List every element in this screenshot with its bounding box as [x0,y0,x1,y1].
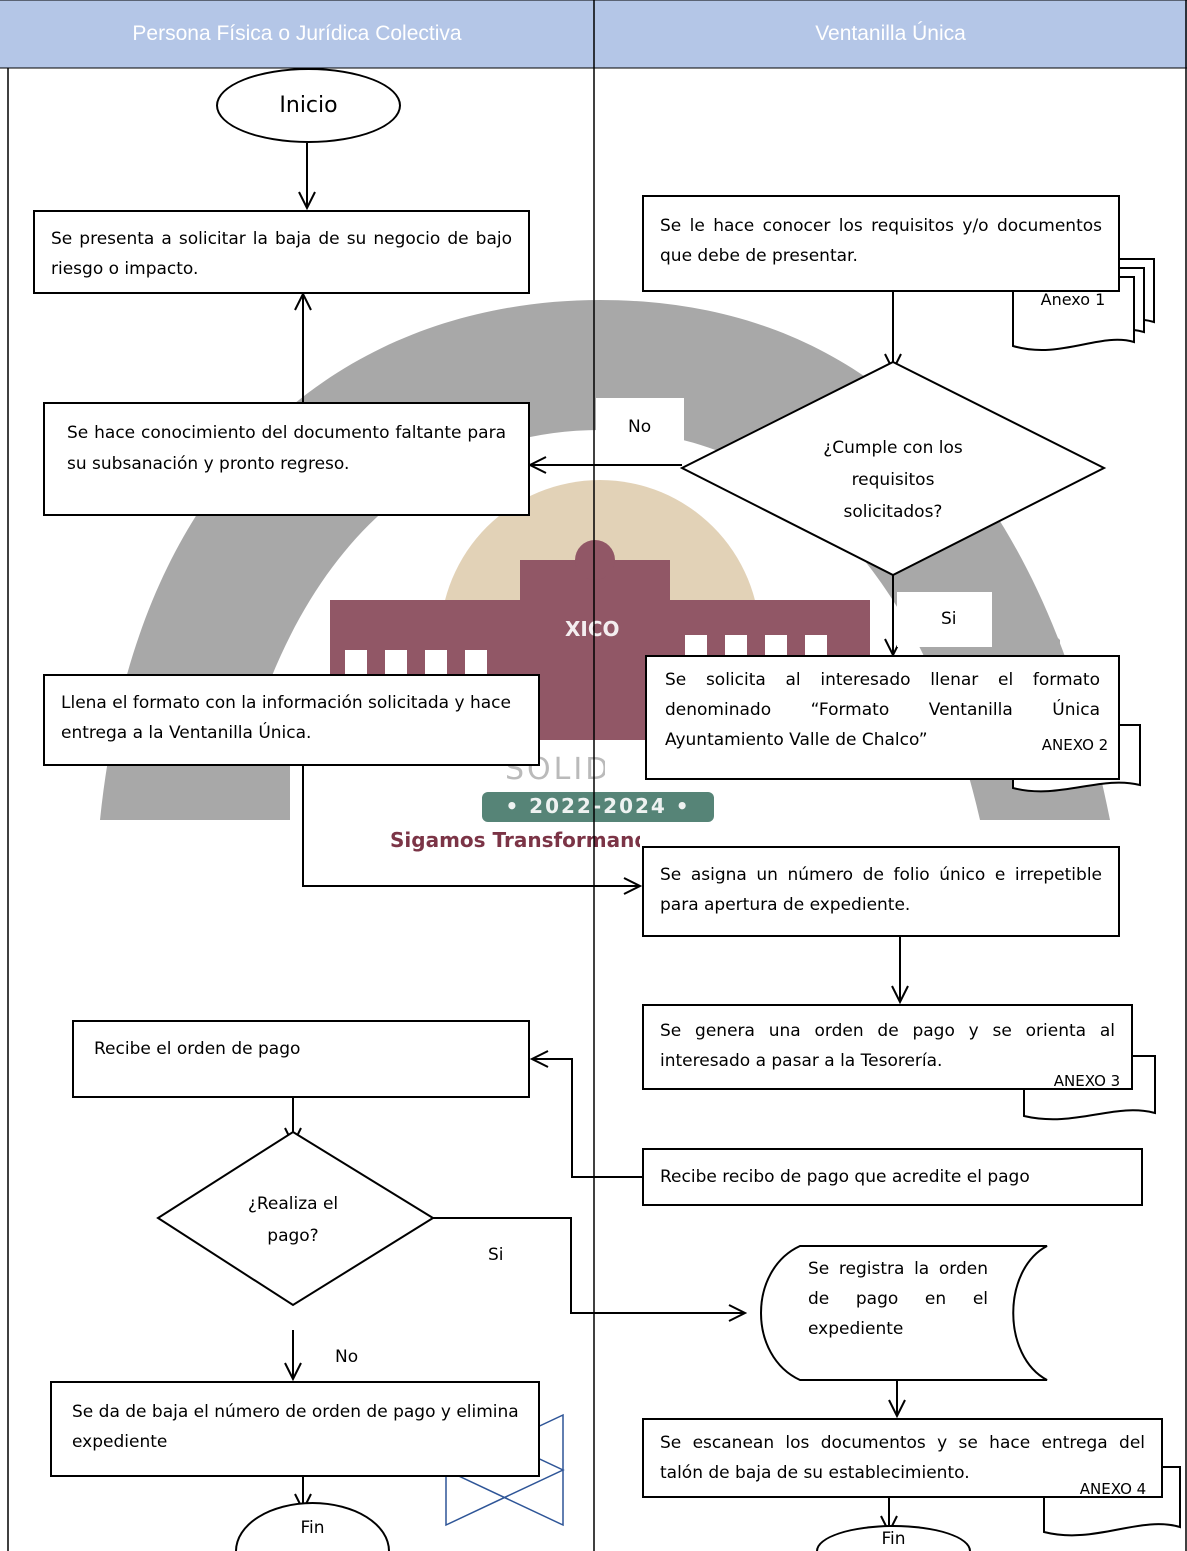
edge-label-no-pago: No [335,1347,359,1367]
step-conocer-requisitos: Se le hace conocer los requisitos y/o do… [642,195,1120,292]
decision-pago-text: ¿Realiza el pago? [247,1194,339,1246]
decision-requisitos-text: ¿Cumple con los requisitos solicitados? [823,438,963,522]
decision-diamond-pago [156,1130,435,1307]
step-asigna-folio: Se asigna un número de folio único e irr… [642,846,1120,937]
watermark-years: • 2022-2024 • [505,794,691,818]
step-da-baja: Se da de baja el número de orden de pago… [50,1381,540,1477]
edge-label-no-requisitos: No [596,398,684,448]
edge-label-si-pago: Si [488,1245,504,1265]
stored-data-shape [760,1245,1048,1381]
lane-header-right: Ventanilla Única [594,0,1187,68]
step-escanean: Se escanean los documentos y se hace ent… [642,1418,1163,1498]
start-terminator: Inicio [216,68,401,143]
registra-orden-text: Se registra la orden de pago en el exped… [808,1259,988,1339]
step-llenar-formato: Se solicita al interesado llenar el form… [645,655,1120,780]
step-genera-orden: Se genera una orden de pago y se orienta… [642,1004,1133,1090]
watermark-badge-text: XICO [565,617,620,641]
edge-label-si-requisitos: Si [897,592,992,647]
step-recibe-recibo: Recibe recibo de pago que acredite el pa… [642,1148,1143,1206]
anexo2-label: ANEXO 2 [1041,736,1109,754]
step-llena-formato: Llena el formato con la información soli… [43,674,540,766]
step-documento-faltante: Se hace conocimiento del documento falta… [43,402,530,516]
anexo4-label: ANEXO 4 [1079,1480,1147,1498]
step-solicitar-baja: Se presenta a solicitar la baja de su ne… [33,210,530,294]
anexo1-label: Anexo 1 [1040,290,1106,309]
step-recibe-orden: Recibe el orden de pago [72,1020,530,1098]
decision-diamond-requisitos [679,360,1107,577]
watermark-slogan: Sigamos Transformando el futuro [390,828,640,852]
anexo3-label: ANEXO 3 [1053,1072,1121,1090]
lane-header-left: Persona Física o Jurídica Colectiva [0,0,594,68]
